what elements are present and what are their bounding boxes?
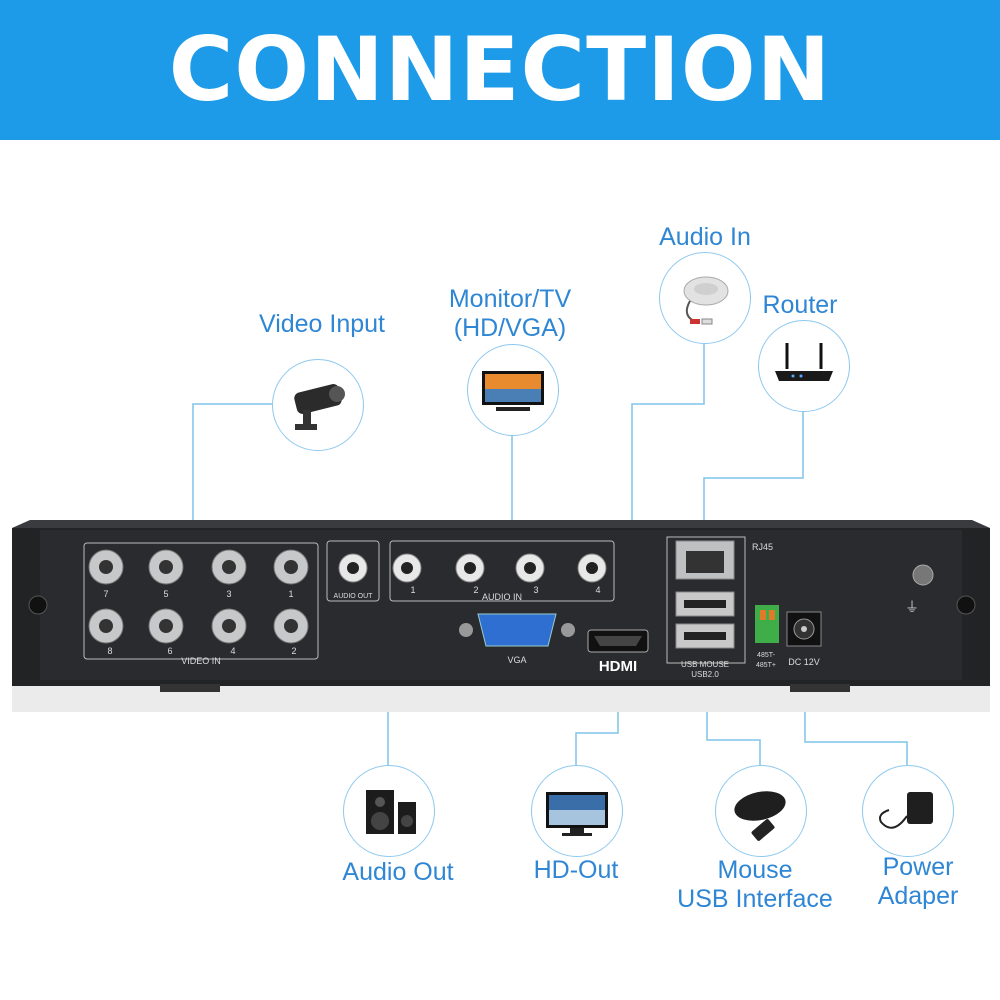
bnc-label: 3 bbox=[226, 589, 231, 599]
camera-icon bbox=[272, 359, 364, 451]
audio-ch-label: 4 bbox=[595, 585, 600, 595]
hd-out-label: HD-Out bbox=[533, 856, 619, 884]
usb-mouse-panel-label: USB MOUSE bbox=[681, 660, 729, 669]
bnc-label: 1 bbox=[288, 589, 293, 599]
video-input-line bbox=[192, 403, 272, 545]
bnc-label: 2 bbox=[291, 646, 296, 656]
audio-ch-label: 3 bbox=[533, 585, 538, 595]
monitor-icon bbox=[467, 344, 559, 436]
title-banner: CONNECTION bbox=[0, 0, 1000, 140]
mouse-label: Mouse USB Interface bbox=[660, 856, 850, 914]
power-label-line: Adaper bbox=[877, 882, 959, 910]
rj45-panel-label: RJ45 bbox=[752, 542, 773, 552]
power-label-line: Power bbox=[882, 853, 954, 881]
audio-out-panel-label: AUDIO OUT bbox=[334, 593, 374, 600]
dc-panel-label: DC 12V bbox=[788, 657, 820, 667]
bnc-label: 6 bbox=[167, 646, 172, 656]
bnc-label: 7 bbox=[103, 589, 108, 599]
usb2-panel-label: USB2.0 bbox=[691, 670, 719, 679]
speaker-icon bbox=[343, 765, 435, 857]
router-line bbox=[703, 410, 804, 545]
monitor-label-line: (HD/VGA) bbox=[453, 314, 567, 342]
audio-ch-label: 1 bbox=[410, 585, 415, 595]
mouse-icon bbox=[715, 765, 807, 857]
microphone-icon bbox=[659, 252, 751, 344]
router-icon bbox=[758, 320, 850, 412]
bnc-label: 5 bbox=[163, 589, 168, 599]
tv-icon bbox=[531, 765, 623, 857]
page-title: CONNECTION bbox=[168, 18, 832, 121]
mouse-line bbox=[706, 690, 761, 765]
video-in-panel-label: VIDEO IN bbox=[181, 656, 221, 666]
audio-ch-label: 2 bbox=[473, 585, 478, 595]
mouse-label-line: Mouse bbox=[717, 856, 793, 884]
monitor-label: Monitor/TV (HD/VGA) bbox=[420, 285, 600, 343]
audio-in-panel-label: AUDIO IN bbox=[482, 592, 522, 602]
bnc-label: 4 bbox=[230, 646, 235, 656]
svg-text:⏚: ⏚ bbox=[905, 600, 919, 616]
router-label: Router bbox=[762, 291, 838, 319]
power-adapter-icon bbox=[862, 765, 954, 857]
vga-panel-label: VGA bbox=[507, 655, 526, 665]
video-input-label: Video Input bbox=[258, 310, 386, 338]
rs485-label: 485T- bbox=[757, 652, 776, 659]
mouse-label-line: USB Interface bbox=[677, 885, 833, 913]
audio-out-label: Audio Out bbox=[342, 858, 454, 886]
audio-in-label: Audio In bbox=[659, 223, 751, 251]
rs485-label: 485T+ bbox=[756, 662, 776, 669]
power-label: Power Adaper bbox=[858, 853, 978, 911]
bnc-label: 8 bbox=[107, 646, 112, 656]
monitor-label-line: Monitor/TV bbox=[448, 285, 572, 313]
hdmi-panel-label: HDMI bbox=[599, 658, 637, 675]
